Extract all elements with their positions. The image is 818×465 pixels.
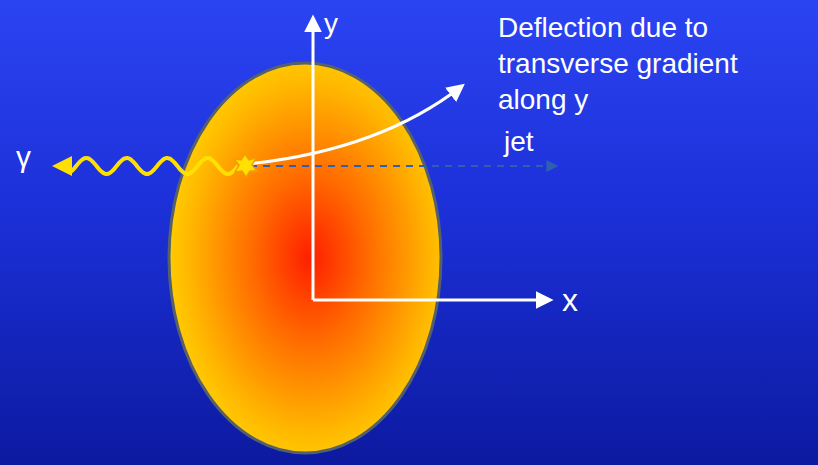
medium-ellipse	[169, 63, 441, 453]
photon-wave	[56, 158, 238, 174]
axis-label: y	[324, 6, 354, 42]
jet-label: jet	[504, 124, 564, 160]
annotation-text: Deflection due to transverse gradient al…	[498, 10, 798, 117]
particle-label: γ	[16, 138, 52, 176]
jet-direction	[250, 165, 556, 167]
vertex-burst	[234, 154, 257, 177]
deflected-jet	[248, 86, 462, 164]
y-axis	[312, 18, 315, 300]
x-axis	[313, 299, 550, 302]
axis-label: x	[562, 280, 602, 321]
